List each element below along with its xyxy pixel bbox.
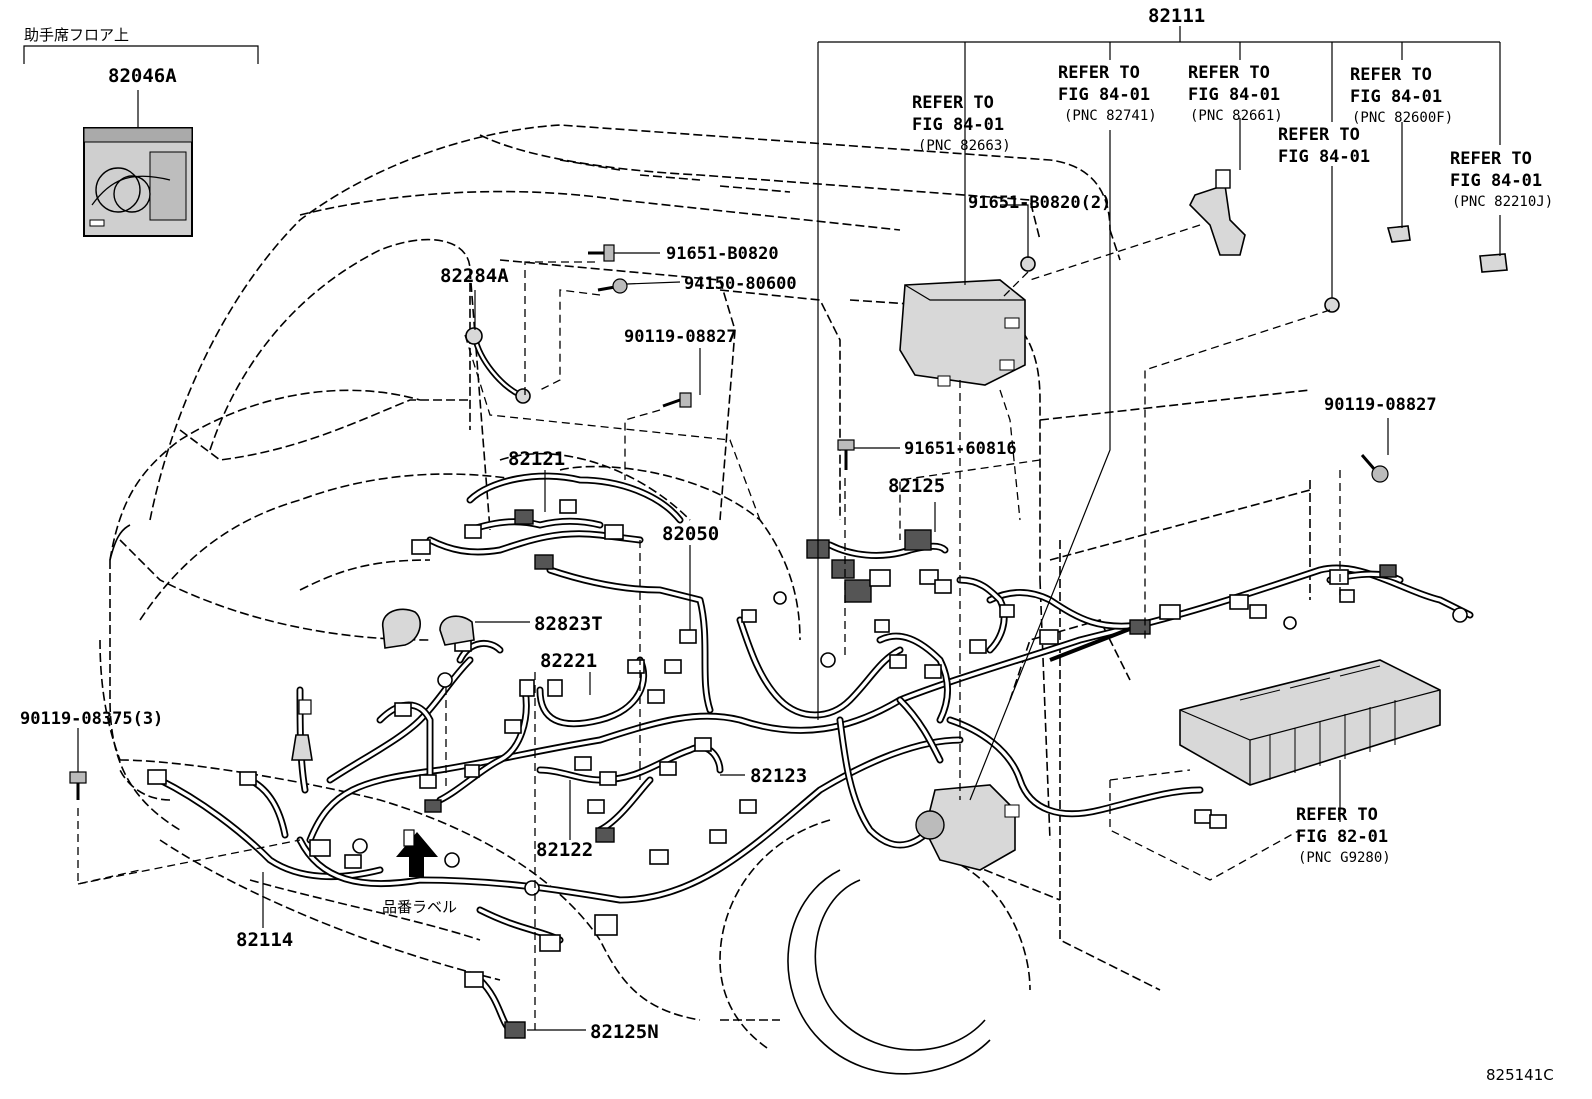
- ref-82663-pnc: (PNC 82663): [918, 138, 1011, 154]
- label-82046A[interactable]: 82046A: [108, 65, 177, 87]
- labels[interactable]: 助手席フロア上 82046A 82111 REFER TO FIG 84-01 …: [20, 5, 1554, 1084]
- ref-82741-line1: REFER TO: [1058, 63, 1140, 83]
- ref-82661-line2[interactable]: FIG 84-01: [1188, 85, 1280, 105]
- vehicle-body-outline: [99, 124, 1311, 1075]
- label-91651-60816[interactable]: 91651-60816: [904, 439, 1017, 459]
- label-82823T[interactable]: 82823T: [534, 613, 603, 635]
- ref-82210J-line2[interactable]: FIG 84-01: [1450, 171, 1542, 191]
- components: [69, 127, 1508, 877]
- label-91651-B0820-2[interactable]: 91651-B0820(2): [968, 193, 1111, 213]
- phantom-leaders: [77, 224, 1341, 1030]
- label-91651-B0820[interactable]: 91651-B0820: [666, 244, 779, 264]
- nut-82111: [1324, 297, 1340, 313]
- label-passenger-floor: 助手席フロア上: [24, 26, 129, 44]
- ref-G9280-pnc: (PNC G9280): [1298, 850, 1391, 866]
- battery-pack: [1179, 659, 1441, 786]
- label-82221[interactable]: 82221: [540, 650, 597, 672]
- leader-lines: [23, 26, 1501, 1031]
- ref-82210J-line1: REFER TO: [1450, 149, 1532, 169]
- label-82111[interactable]: 82111: [1148, 5, 1205, 27]
- label-90119-08827-a[interactable]: 90119-08827: [624, 327, 737, 347]
- ref-82661-line1: REFER TO: [1188, 63, 1270, 83]
- clip-82600F: [1386, 225, 1411, 243]
- ref-G9280-line1: REFER TO: [1296, 805, 1378, 825]
- label-90119-08827-b[interactable]: 90119-08827: [1324, 395, 1437, 415]
- grommet-82823T-a: [382, 608, 421, 649]
- harness-connectors: [147, 499, 1468, 1039]
- ref-82600F-line1: REFER TO: [1350, 65, 1432, 85]
- ref-82663-line2[interactable]: FIG 84-01: [912, 115, 1004, 135]
- label-82121[interactable]: 82121: [508, 448, 565, 470]
- ref-82111-line1: REFER TO: [1278, 125, 1360, 145]
- ref-82741-pnc: (PNC 82741): [1064, 108, 1157, 124]
- label-part-number-label: 品番ラベル: [382, 898, 457, 916]
- ref-82600F-line2[interactable]: FIG 84-01: [1350, 87, 1442, 107]
- part-label-arrow: [396, 832, 438, 877]
- relay-bracket: [1189, 169, 1246, 256]
- ref-82741-line2[interactable]: FIG 84-01: [1058, 85, 1150, 105]
- label-82114[interactable]: 82114: [236, 929, 293, 951]
- bolts: [69, 244, 1389, 800]
- label-82123[interactable]: 82123: [750, 765, 807, 787]
- junction-block: [899, 279, 1026, 387]
- grommet-82823T-b: [439, 615, 475, 646]
- label-82284A[interactable]: 82284A: [440, 265, 509, 287]
- ref-82600F-pnc: (PNC 82600F): [1352, 110, 1453, 126]
- ground-cable-82284A: [465, 327, 483, 345]
- ref-G9280-line2[interactable]: FIG 82-01: [1296, 827, 1388, 847]
- label-90119-08375-3[interactable]: 90119-08375(3): [20, 709, 163, 729]
- label-94150-80600[interactable]: 94150-80600: [684, 274, 797, 294]
- abs-actuator: [915, 784, 1020, 871]
- label-82125[interactable]: 82125: [888, 475, 945, 497]
- ref-82111-line2[interactable]: FIG 84-01: [1278, 147, 1370, 167]
- harness-kit-82046A: [83, 127, 193, 237]
- label-82050[interactable]: 82050: [662, 523, 719, 545]
- clip-82210J: [1479, 253, 1508, 273]
- nut-91651-b0820-2: [1020, 256, 1036, 272]
- label-82122[interactable]: 82122: [536, 839, 593, 861]
- label-82125N[interactable]: 82125N: [590, 1021, 659, 1043]
- figure-code: 825141C: [1486, 1066, 1554, 1084]
- wiring-harness: [156, 472, 1474, 1034]
- ref-82661-pnc: (PNC 82661): [1190, 108, 1283, 124]
- ref-82210J-pnc: (PNC 82210J): [1452, 194, 1553, 210]
- ref-82663-line1: REFER TO: [912, 93, 994, 113]
